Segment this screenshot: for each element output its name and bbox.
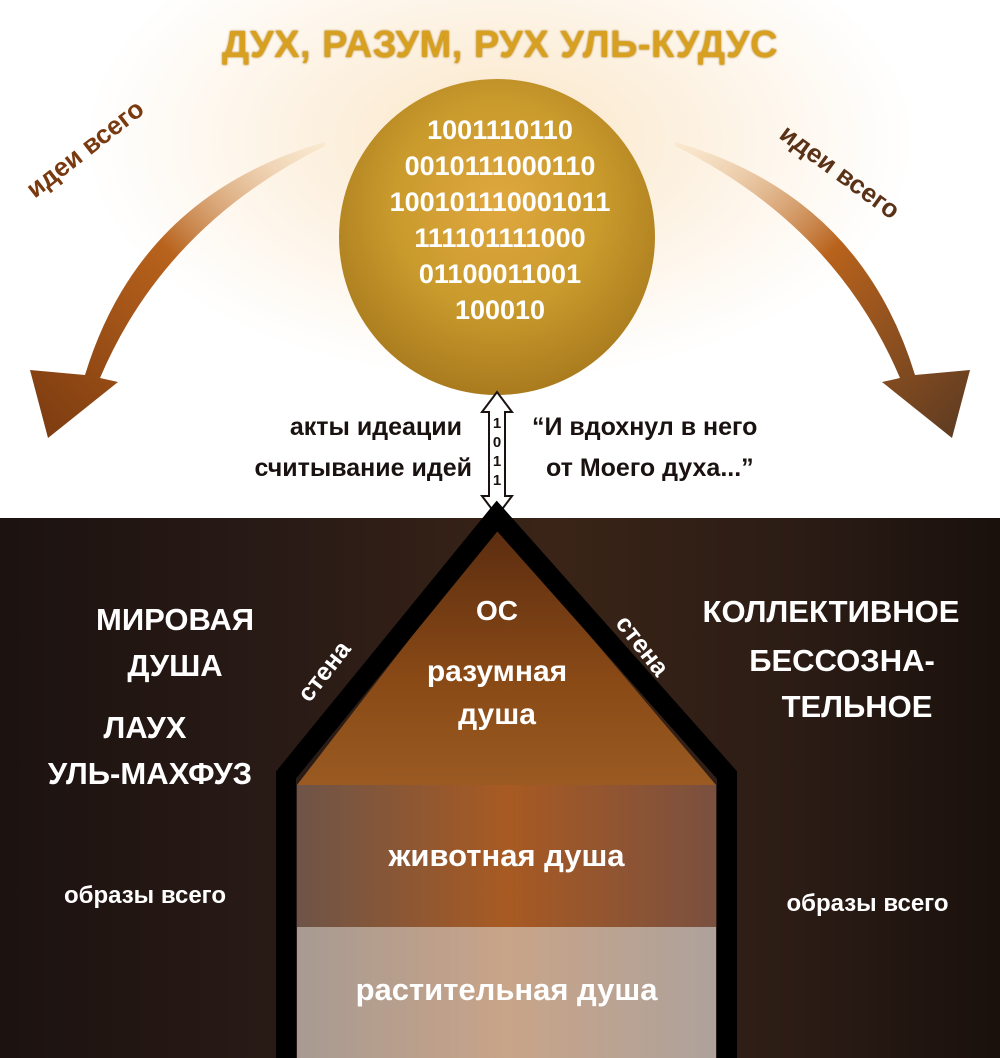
binary-code: 1001110110 0010111000110 100101110001011… xyxy=(330,112,670,328)
digit: 1 xyxy=(492,472,502,489)
quote-line-1: “И вдохнул в него xyxy=(532,413,758,441)
digit: 0 xyxy=(492,434,502,451)
lawh-line1: ЛАУХ xyxy=(103,710,187,745)
lawh-line2: УЛЬ-МАХФУЗ xyxy=(47,756,253,791)
world-soul-line2: ДУША xyxy=(127,648,223,683)
vegetative-soul-band xyxy=(297,927,716,1058)
quote-line-2: от Моего духа...” xyxy=(546,454,754,482)
os-label: ОС xyxy=(476,595,518,626)
rational-soul-roof xyxy=(297,526,716,785)
reading-ideas-label: считывание идей xyxy=(254,454,472,482)
binary-line: 111101111000 xyxy=(414,223,586,253)
digit: 1 xyxy=(492,415,502,432)
collective-line2: БЕССОЗНА- xyxy=(749,643,935,678)
page-title: ДУХ, РАЗУМ, РУХ УЛЬ-КУДУС xyxy=(221,24,779,66)
collective-line1: КОЛЛЕКТИВНОЕ xyxy=(702,594,960,629)
binary-line: 1001110110 xyxy=(427,115,573,145)
connector-arrow xyxy=(480,390,514,518)
ideation-acts-label: акты идеации xyxy=(289,413,462,441)
animal-soul-band xyxy=(297,785,716,927)
left-images-label: образы всего xyxy=(63,882,227,909)
vegetative-soul-label: растительная душа xyxy=(355,972,658,1007)
connector-digits: 1 0 1 1 xyxy=(489,414,505,490)
collective-line3: ТЕЛЬНОЕ xyxy=(781,689,933,724)
rational-soul-line1: разумная xyxy=(426,655,568,688)
house-outline xyxy=(276,500,737,1058)
binary-line: 01100011001 xyxy=(418,259,582,289)
binary-line: 100101110001011 xyxy=(389,187,611,217)
arrow-right xyxy=(675,142,970,438)
rational-soul-line2: душа xyxy=(458,698,536,731)
world-soul-line1: МИРОВАЯ xyxy=(96,602,254,637)
binary-line: 100010 xyxy=(454,295,546,325)
arrow-left xyxy=(30,142,325,438)
animal-soul-label: животная душа xyxy=(388,838,625,873)
binary-line: 0010111000110 xyxy=(404,151,596,181)
digit: 1 xyxy=(492,453,502,470)
orb xyxy=(339,79,655,395)
right-images-label: образы всего xyxy=(786,890,949,917)
